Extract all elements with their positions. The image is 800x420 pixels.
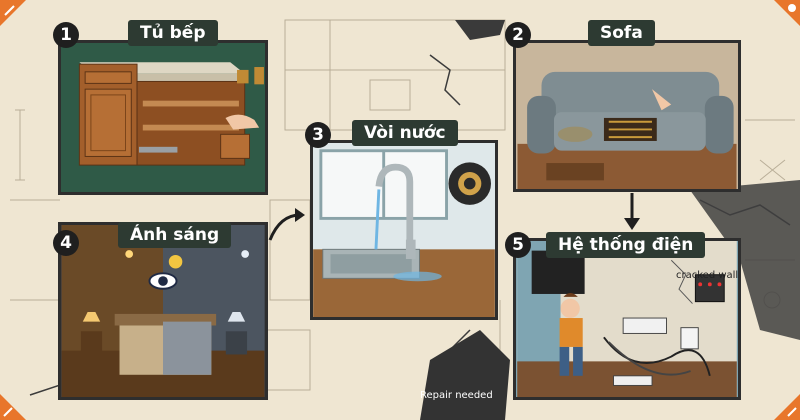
lighting-illustration [61,225,265,397]
panel-title: Vòi nước [352,120,458,146]
panel-number-badge: 1 [53,22,79,48]
sofa-illustration [517,43,737,189]
cracked-wall-note: cracked wall [676,270,739,281]
repair-needed-note: Repair needed [420,390,493,401]
panel-number-badge: 5 [505,232,531,258]
faucet-illustration [313,143,495,317]
panel-title: Tủ bếp [128,20,218,46]
panel-title: Ánh sáng [118,222,232,248]
panel-title: Hệ thống điện [546,232,706,258]
panel-kitchen-cabinet [58,40,268,195]
panel-number-badge: 3 [305,122,331,148]
kitchen-cabinet-illustration [62,43,264,192]
panel-sofa [513,40,741,192]
coin-stack-icon [774,0,800,26]
panel-lighting [58,222,268,400]
wrench-icon [774,394,800,420]
panel-faucet [310,140,498,320]
panel-number-badge: 4 [53,230,79,256]
electrical-illustration [517,241,737,397]
wrench-icon [0,0,26,26]
tools-icon [0,394,26,420]
panel-number-badge: 2 [505,22,531,48]
panel-title: Sofa [588,20,655,46]
panel-electrical-system [513,238,741,400]
